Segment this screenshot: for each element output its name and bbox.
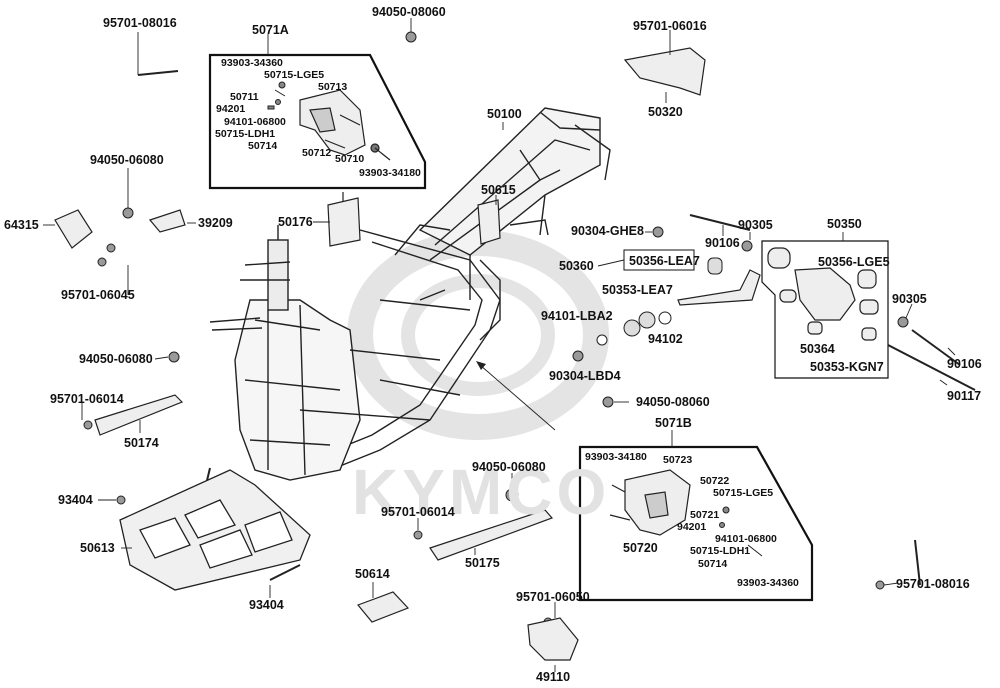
- part-label: 50721: [690, 509, 720, 521]
- part-label: 90117: [947, 389, 982, 403]
- nuts: [83, 31, 909, 627]
- part-label: 93404: [58, 493, 93, 507]
- part-label: 90106: [705, 236, 740, 250]
- part-label: 50360: [559, 259, 594, 273]
- part-label: 93404: [249, 598, 284, 612]
- part-label: 50350: [827, 217, 862, 231]
- part-label: 50176: [278, 215, 313, 229]
- part-label: 90106: [947, 357, 982, 371]
- small-parts-b: [719, 506, 763, 557]
- part-label: 50711: [230, 91, 259, 103]
- part-label: 50715-LDH1: [690, 545, 751, 557]
- part-label: 93903-34180: [585, 451, 647, 463]
- washer-94102: [658, 311, 672, 325]
- part-label: 94201: [216, 103, 246, 115]
- main-frame: [209, 107, 611, 481]
- part-label: 50175: [465, 556, 500, 570]
- bracket-39209: [148, 209, 186, 233]
- part-label: 50356-LEA7: [629, 254, 700, 268]
- part-label: 50710: [335, 153, 365, 165]
- plate-50176: [327, 192, 361, 247]
- part-label: 90305: [892, 292, 927, 306]
- part-label: 94050-08060: [636, 395, 710, 409]
- part-label: 50723: [663, 454, 693, 466]
- part-label: 94101-06800: [224, 116, 286, 128]
- floor-plate-50613: [119, 469, 311, 591]
- assembly-box-5071b: [578, 445, 814, 602]
- part-label: 5071A: [252, 23, 289, 37]
- assembly-box-50350: [761, 240, 889, 379]
- part-label: 95701-06014: [50, 392, 124, 406]
- part-label: 64315: [4, 218, 39, 232]
- leader-lines: [43, 18, 956, 672]
- bushing-50353-lea7-a: [623, 319, 641, 337]
- part-label: 94050-06080: [472, 460, 546, 474]
- part-label: 94201: [677, 521, 707, 533]
- hanger-link-50360: [677, 269, 761, 306]
- part-label: 94101-LBA2: [541, 309, 613, 323]
- part-label: 95701-06050: [516, 590, 590, 604]
- part-label: 95701-06016: [633, 19, 707, 33]
- part-label: 94101-06800: [715, 533, 777, 545]
- footrest-bracket-b: [609, 469, 691, 536]
- part-label: 50715-LDH1: [215, 128, 276, 140]
- part-label: 93903-34360: [737, 577, 799, 589]
- part-label: 50320: [648, 105, 683, 119]
- part-label: 94050-08060: [372, 5, 446, 19]
- assembly-box-50360: [623, 249, 695, 271]
- bushing-50353-lea7-b: [638, 311, 656, 329]
- part-label: 90304-LBD4: [549, 369, 621, 383]
- part-label: 90304-GHE8: [571, 224, 644, 238]
- part-label: 95701-06014: [381, 505, 455, 519]
- washer-94101-lba2: [596, 334, 608, 346]
- part-label: 50714: [248, 140, 278, 152]
- part-label: 50613: [80, 541, 115, 555]
- arrow-head: [476, 361, 486, 370]
- crossmember-50174: [94, 394, 184, 436]
- bracket-64315: [54, 209, 93, 249]
- part-label: 95701-08016: [896, 577, 970, 591]
- part-label: 95701-08016: [103, 16, 177, 30]
- plate-50615: [477, 199, 501, 245]
- engine-hanger-parts: [767, 247, 879, 341]
- part-label: 50720: [623, 541, 658, 555]
- part-label: 39209: [198, 216, 233, 230]
- part-label: 50712: [302, 147, 332, 159]
- part-label: 50353-LEA7: [602, 283, 673, 297]
- bracket-49110: [527, 617, 579, 661]
- part-label: 94050-06080: [79, 352, 153, 366]
- part-label: 94102: [648, 332, 683, 346]
- part-label: 50715-LGE5: [713, 487, 774, 499]
- part-label: 50715-LGE5: [264, 69, 325, 81]
- bolts: [137, 70, 976, 586]
- part-label: 49110: [536, 670, 571, 684]
- part-label: 50174: [124, 436, 159, 450]
- part-label: 50714: [698, 558, 728, 570]
- part-label: 93903-34360: [221, 57, 283, 69]
- footrest-bracket-a: [299, 89, 391, 161]
- bushing-50356-lea7: [707, 257, 723, 275]
- part-label: 50100: [487, 107, 522, 121]
- part-label: 90305: [738, 218, 773, 232]
- kymco-watermark-text: KYMCO: [352, 456, 611, 528]
- crossmember-50175: [429, 509, 554, 561]
- small-parts-a: [267, 81, 286, 110]
- assembly-box-5071a: [208, 53, 427, 190]
- part-label: 94050-06080: [90, 153, 164, 167]
- part-label: 5071B: [655, 416, 692, 430]
- part-label: 50722: [700, 475, 730, 487]
- part-label: 95701-06045: [61, 288, 135, 302]
- part-label: 50364: [800, 342, 835, 356]
- part-label: 50356-LGE5: [818, 255, 890, 269]
- part-label: 50615: [481, 183, 516, 197]
- part-label: 50353-KGN7: [810, 360, 884, 374]
- part-label: 50713: [318, 81, 348, 93]
- bracket-50320: [623, 47, 706, 96]
- part-label: 50614: [355, 567, 390, 581]
- part-label: 93903-34180: [359, 167, 421, 179]
- plate-50614: [357, 591, 410, 623]
